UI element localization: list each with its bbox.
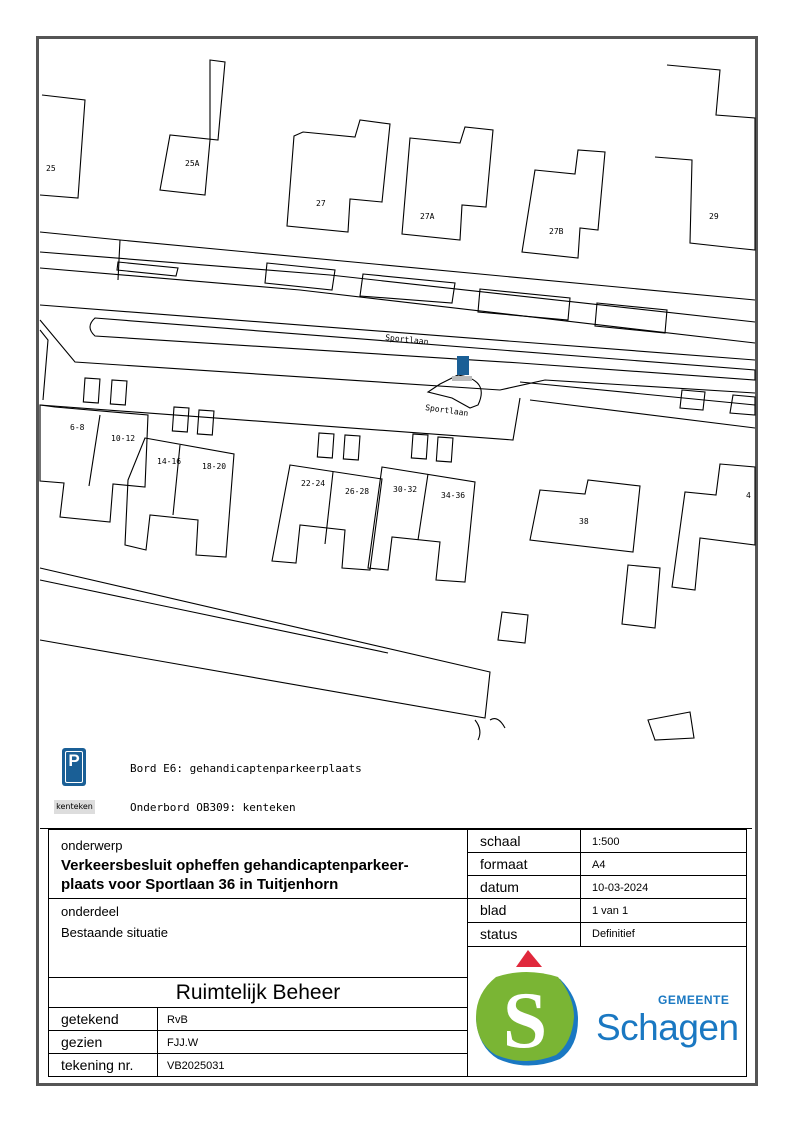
building [271,464,383,571]
row-label: getekend [61,1011,119,1027]
row-getekend: getekend RvB [49,1008,467,1031]
subject-title: Verkeersbesluit opheffen gehandicaptenpa… [61,857,409,893]
logo-line1: GEMEENTE [658,993,730,1007]
row-value: 1:500 [592,836,620,848]
house-number: 29 [709,212,719,221]
building [521,149,606,259]
logo-emblem-icon: S [476,950,578,1066]
building [654,64,756,251]
building [159,59,226,196]
row-status: status Definitief [468,923,747,947]
row-value: RvB [167,1014,188,1026]
house-number: 18-20 [202,462,226,471]
row-label: tekening nr. [61,1057,134,1073]
house-number: 10-12 [111,434,135,443]
street-name: Sportlaan [385,333,429,347]
house-number: 27A [420,212,435,221]
onderdeel-value: Bestaande situatie [61,925,168,940]
onderwerp-label: onderwerp [61,838,123,853]
row-value: 10-03-2024 [592,882,649,894]
parking-bay [594,302,668,334]
row-gezien: gezien FJJ.W [49,1031,467,1054]
row-value: Definitief [592,928,635,940]
house-number: 30-32 [393,485,417,494]
row-schaal: schaal 1:500 [468,830,747,853]
department-cell: Ruimtelijk Beheer [49,978,467,1008]
building [529,479,641,553]
building [401,126,494,241]
building [286,119,391,233]
building [367,466,476,583]
house-number: 34-36 [441,491,465,500]
house-number: 38 [579,517,589,526]
house-number: 27 [316,199,326,208]
building [39,404,149,523]
row-label: formaat [480,856,528,872]
onderdeel-label: onderdeel [61,904,119,919]
street-name: Sportlaan [425,403,469,418]
row-label: blad [480,902,507,918]
onderwerp-cell: onderwerp Verkeersbesluit opheffen gehan… [49,830,467,899]
row-value: A4 [592,859,606,871]
row-value: 1 van 1 [592,905,629,917]
row-value: FJJ.W [167,1037,199,1049]
house-number: 26-28 [345,487,369,496]
row-datum: datum 10-03-2024 [468,876,747,899]
legend-sign-label: Bord E6: gehandicaptenparkeerplaats [130,762,362,775]
page-frame [36,36,758,1086]
row-formaat: formaat A4 [468,853,747,876]
row-label: schaal [480,833,521,849]
row-value: VB2025031 [167,1060,225,1072]
house-number: 14-16 [157,457,181,466]
row-tekening-nr: tekening nr. VB2025031 [49,1054,467,1077]
parking-bay [116,261,179,277]
site-map: 25 25A 27 27A 27B 29 Sportlaan Sportlaan… [39,59,756,741]
licence-plate-subsign-icon: kenteken [54,800,95,814]
onderdeel-cell: onderdeel Bestaande situatie [49,899,467,978]
row-label: status [480,926,518,942]
disabled-parking-sign-icon: P [62,748,86,786]
parking-bay [477,288,571,321]
logo-line2: Schagen [596,1007,739,1048]
row-label: gezien [61,1034,103,1050]
gemeente-schagen-logo: S GEMEENTE Schagen [468,947,747,1076]
row-blad: blad 1 van 1 [468,899,747,923]
house-number: 25A [185,159,200,168]
house-number: 6-8 [70,423,85,432]
house-number: 27B [549,227,564,236]
title-block: onderwerp Verkeersbesluit opheffen gehan… [48,829,747,1077]
parking-bay [359,273,456,304]
building [671,463,756,591]
legend-plate-label: Onderbord OB309: kenteken [130,801,296,814]
building [39,94,86,199]
sign-on-map [452,356,472,381]
department-name: Ruimtelijk Beheer [175,981,341,1004]
parking-bay [264,262,336,291]
svg-text:S: S [503,977,548,1065]
divider [40,828,752,829]
house-number: 25 [46,164,56,173]
house-number: 22-24 [301,479,325,488]
building [124,437,235,558]
house-number: 4 [746,491,751,500]
row-label: datum [480,879,519,895]
